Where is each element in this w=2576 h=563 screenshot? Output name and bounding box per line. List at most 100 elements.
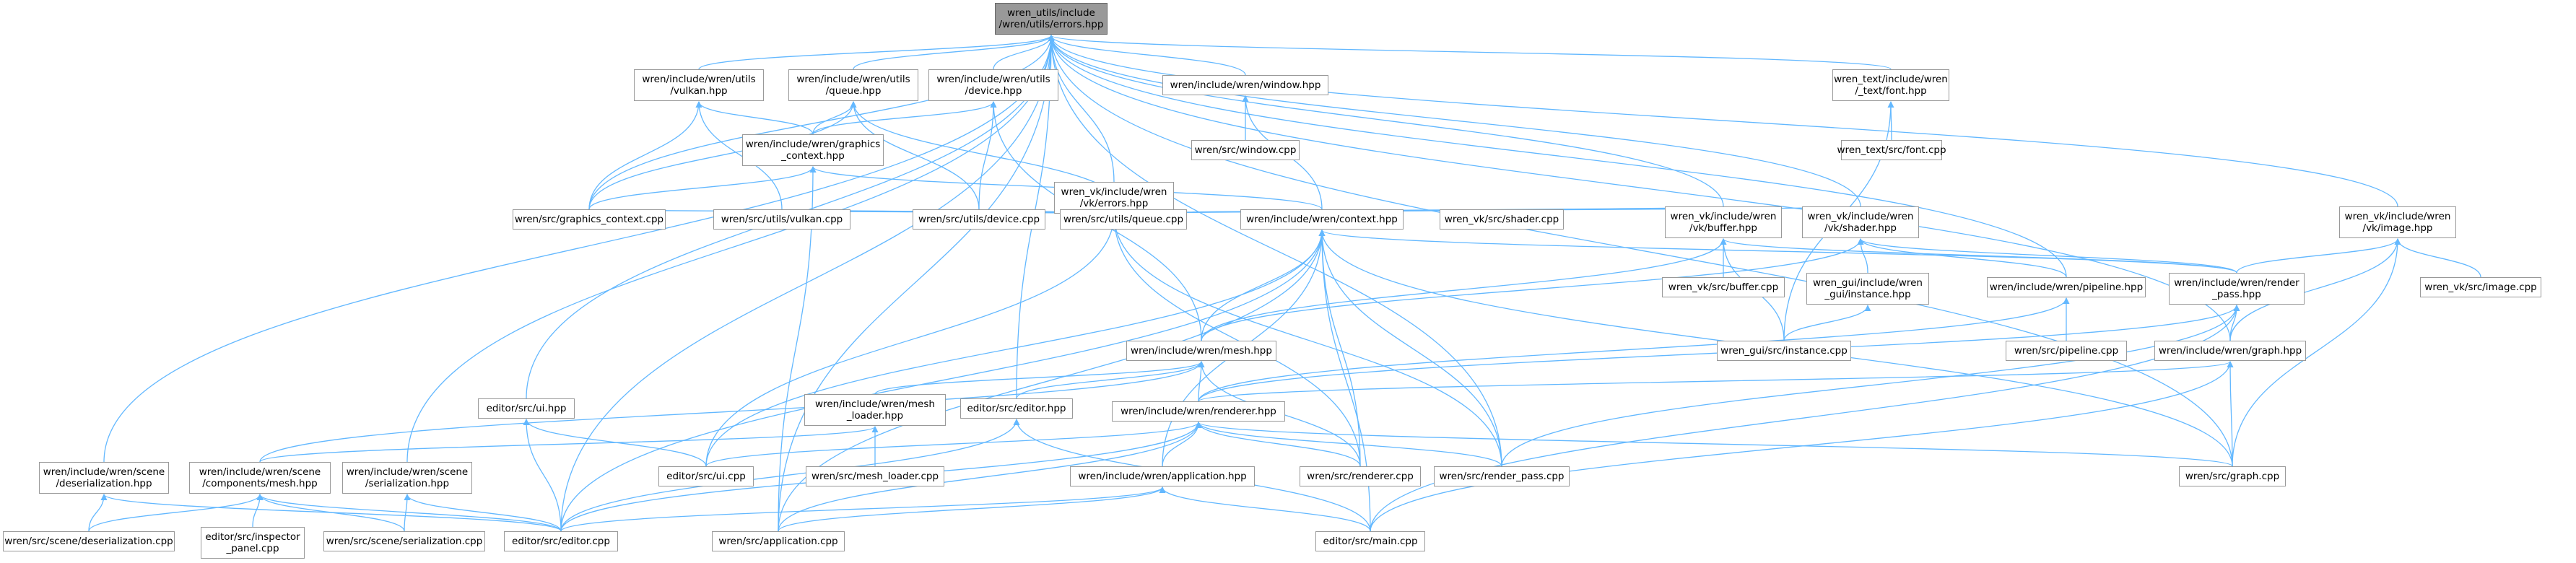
node-graphics-context-cpp[interactable]: wren/src/graphics_context.cpp — [513, 209, 666, 230]
node-vk-shader-cpp[interactable]: wren_vk/src/shader.cpp — [1440, 209, 1564, 230]
node-vk-image-cpp[interactable]: wren_vk/src/image.cpp — [2420, 277, 2541, 297]
edge-render_pass_hpp-to-vk_shader_hpp — [1857, 238, 2237, 274]
edge-window_hpp-to-root — [1048, 35, 1246, 76]
node-label-line: /deserialization.hpp — [56, 478, 152, 489]
node-scene-components-mesh-hpp[interactable]: wren/include/wren/scene/components/mesh.… — [189, 462, 331, 494]
node-editor-hpp[interactable]: editor/src/editor.hpp — [960, 398, 1073, 419]
node-utils-device-cpp[interactable]: wren/src/utils/device.cpp — [913, 209, 1045, 230]
node-graph-hpp[interactable]: wren/include/wren/graph.hpp — [2154, 341, 2306, 361]
node-main-cpp[interactable]: editor/src/main.cpp — [1315, 531, 1425, 551]
edge-renderer_cpp-to-vk_errors_hpp — [1110, 214, 1361, 467]
node-application-cpp[interactable]: wren/src/application.cpp — [712, 531, 845, 551]
edge-gui_instance_cpp-to-gui_instance_hpp — [1783, 305, 1871, 341]
node-scene-deserialization-hpp[interactable]: wren/include/wren/scene/deserialization.… — [39, 462, 169, 494]
node-utils-queue-cpp[interactable]: wren/src/utils/queue.cpp — [1060, 209, 1187, 230]
edge-graphics_context_hpp-to-device_hpp — [812, 101, 997, 135]
edge-editor_hpp-to-mesh_hpp — [1016, 361, 1205, 399]
node-label-line: wren_utils/include — [1007, 7, 1095, 19]
node-graphics-context-hpp[interactable]: wren/include/wren/graphics_context.hpp — [742, 134, 884, 166]
edge-graph_cpp-to-vk_image_hpp — [2232, 238, 2401, 467]
node-label-line: wren_vk/include/wren — [1670, 211, 1777, 222]
node-vk-buffer-cpp[interactable]: wren_vk/src/buffer.cpp — [1662, 277, 1785, 297]
node-vk-image-hpp[interactable]: wren_vk/include/wren/vk/image.hpp — [2339, 206, 2456, 238]
node-label-line: /vk/shader.hpp — [1824, 222, 1897, 234]
node-application-hpp[interactable]: wren/include/wren/application.hpp — [1070, 466, 1255, 486]
edge-application_cpp-to-graphics_context_hpp — [778, 166, 817, 532]
edge-render_pass_hpp-to-vk_image_hpp — [2236, 238, 2401, 274]
edge-utils_device_cpp-to-device_hpp — [978, 101, 997, 210]
node-pipeline-cpp[interactable]: wren/src/pipeline.cpp — [2006, 341, 2127, 361]
node-gui-instance-cpp[interactable]: wren_gui/src/instance.cpp — [1717, 341, 1851, 361]
node-pipeline-hpp[interactable]: wren/include/wren/pipeline.hpp — [1987, 277, 2146, 297]
node-editor-cpp[interactable]: editor/src/editor.cpp — [504, 531, 618, 551]
node-text-font-hpp[interactable]: wren_text/include/wren/_text/font.hpp — [1832, 69, 1949, 101]
node-label-line: wren_gui/src/instance.cpp — [1720, 345, 1848, 357]
edge-ui_cpp-to-renderer_hpp — [705, 422, 1202, 467]
node-label-line: wren/src/pipeline.cpp — [2014, 345, 2119, 357]
edge-graph_hpp-to-root — [1048, 35, 2231, 341]
node-label-line: wren/include/wren/mesh — [815, 398, 935, 410]
edge-queue_hpp-to-root — [853, 35, 1055, 70]
node-ui-cpp[interactable]: editor/src/ui.cpp — [658, 466, 754, 486]
node-ui-hpp[interactable]: editor/src/ui.hpp — [478, 398, 575, 419]
node-context-hpp[interactable]: wren/include/wren/context.hpp — [1240, 209, 1404, 230]
node-scene-serialization-hpp[interactable]: wren/include/wren/scene/serialization.hp… — [342, 462, 472, 494]
node-label-line: wren/src/scene/serialization.cpp — [326, 536, 483, 547]
edge-ui_cpp-to-ui_hpp — [523, 419, 707, 467]
node-label-line: wren/include/wren/window.hpp — [1170, 79, 1321, 91]
node-window-cpp[interactable]: wren/src/window.cpp — [1191, 140, 1300, 160]
node-gui-instance-hpp[interactable]: wren_gui/include/wren_gui/instance.hpp — [1806, 273, 1929, 305]
edge-render_pass_cpp-to-render_pass_hpp — [1501, 305, 2240, 467]
node-renderer-hpp[interactable]: wren/include/wren/renderer.hpp — [1112, 401, 1285, 422]
node-scene-serialization-cpp[interactable]: wren/src/scene/serialization.cpp — [323, 531, 485, 551]
node-text-font-cpp[interactable]: wren_text/src/font.cpp — [1837, 140, 1946, 160]
node-utils-vulkan-hpp[interactable]: wren/include/wren/utils/vulkan.hpp — [634, 69, 764, 101]
node-scene-deserialization-cpp[interactable]: wren/src/scene/deserialization.cpp — [3, 531, 175, 551]
edge-vk_shader_hpp-to-root — [1048, 35, 1861, 207]
node-vk-buffer-hpp[interactable]: wren_vk/include/wren/vk/buffer.hpp — [1665, 206, 1782, 238]
node-label-line: wren_text/src/font.cpp — [1837, 144, 1946, 156]
node-window-hpp[interactable]: wren/include/wren/window.hpp — [1162, 75, 1328, 95]
node-inspector-panel-cpp[interactable]: editor/src/inspector_panel.cpp — [201, 527, 305, 559]
node-utils-queue-hpp[interactable]: wren/include/wren/utils/queue.hpp — [788, 69, 918, 101]
node-label-line: _panel.cpp — [226, 543, 279, 554]
node-label-line: wren_gui/include/wren — [1813, 277, 1923, 289]
edge-graph_hpp-to-vk_image_hpp — [2229, 238, 2401, 341]
edge-mesh_hpp-to-vk_shader_hpp — [1201, 238, 1864, 341]
node-label-line: /vulkan.hpp — [670, 85, 728, 97]
node-utils-errors-hpp: wren_utils/include/wren/utils/errors.hpp — [995, 3, 1108, 35]
node-utils-vulkan-cpp[interactable]: wren/src/utils/vulkan.cpp — [713, 209, 850, 230]
node-label-line: editor/src/editor.cpp — [512, 536, 610, 547]
node-graph-cpp[interactable]: wren/src/graph.cpp — [2179, 466, 2286, 486]
node-label-line: wren/include/wren/graph.hpp — [2158, 345, 2302, 357]
node-label-line: wren/include/wren/pipeline.hpp — [1989, 282, 2144, 293]
node-label-line: /vk/buffer.hpp — [1689, 222, 1757, 234]
edge-graphics_context_cpp-to-queue_hpp — [588, 101, 857, 210]
node-label-line: /_text/font.hpp — [1855, 85, 1927, 97]
edge-render_pass_hpp-to-vk_buffer_hpp — [1720, 238, 2237, 274]
node-label-line: wren/src/application.cpp — [718, 536, 838, 547]
edge-components_mesh_hpp-to-mesh_loader_hpp — [259, 426, 879, 463]
node-label-line: _loader.hpp — [846, 410, 904, 422]
edge-inspector_panel_cpp-to-components_mesh_hpp — [252, 494, 264, 528]
node-renderer-cpp[interactable]: wren/src/renderer.cpp — [1300, 466, 1421, 486]
node-mesh-loader-hpp[interactable]: wren/include/wren/mesh_loader.hpp — [804, 394, 946, 426]
edge-deserialization_cpp-to-deserialization_hpp — [88, 494, 108, 532]
node-mesh-loader-cpp[interactable]: wren/src/mesh_loader.cpp — [806, 466, 944, 486]
node-label-line: wren/src/render_pass.cpp — [1439, 471, 1565, 482]
edge-graphics_context_cpp-to-vulkan_hpp — [588, 101, 702, 210]
node-label-line: /queue.hpp — [825, 85, 882, 97]
edge-editor_cpp-to-editor_hpp — [560, 419, 1020, 532]
edge-mesh_hpp-to-context_hpp — [1201, 230, 1326, 341]
edge-editor_cpp-to-serialization_hpp — [404, 494, 562, 532]
node-label-line: wren/include/wren/mesh.hpp — [1131, 345, 1272, 357]
node-utils-device-hpp[interactable]: wren/include/wren/utils/device.hpp — [928, 69, 1058, 101]
node-label-line: wren/include/wren/scene — [43, 466, 165, 478]
edge-ui_cpp-to-context_hpp — [705, 230, 1326, 467]
node-vk-shader-hpp[interactable]: wren_vk/include/wren/vk/shader.hpp — [1802, 206, 1919, 238]
node-render-pass-hpp[interactable]: wren/include/wren/render_pass.hpp — [2169, 273, 2305, 305]
node-mesh-hpp[interactable]: wren/include/wren/mesh.hpp — [1126, 341, 1276, 361]
edge-render_pass_cpp-to-root — [1048, 35, 1502, 467]
edge-editor_cpp-to-components_mesh_hpp — [256, 494, 562, 532]
node-render-pass-cpp[interactable]: wren/src/render_pass.cpp — [1434, 466, 1570, 486]
